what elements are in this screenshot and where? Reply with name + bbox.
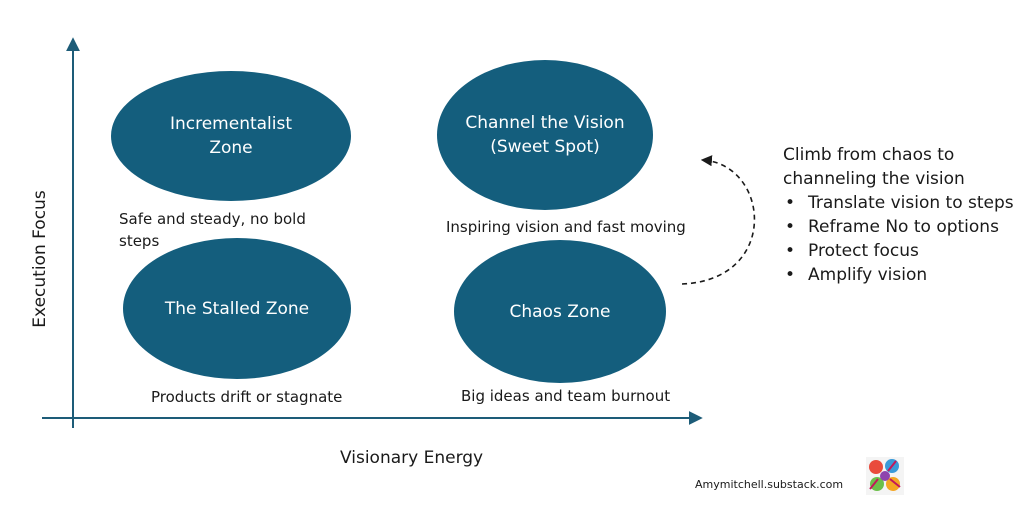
list-item-text: Protect focus — [808, 241, 919, 261]
zone-incrementalist-label: Incrementalist Zone — [169, 114, 293, 158]
zone-chaos: Chaos Zone — [454, 240, 666, 383]
list-item: • Amplify vision — [783, 263, 1028, 287]
zone-chaos-label: Chaos Zone — [509, 301, 611, 322]
list-item: • Protect focus — [783, 239, 1028, 263]
list-item: • Translate vision to steps — [783, 191, 1028, 215]
zone-sweet-spot: Channel the Vision (Sweet Spot) — [437, 60, 653, 210]
tips-panel: Climb from chaos to channeling the visio… — [783, 143, 1028, 287]
tips-heading: Climb from chaos to channeling the visio… — [783, 145, 965, 189]
zone-sweet-spot-label: Channel the Vision (Sweet Spot) — [465, 113, 625, 157]
bullet-icon: • — [785, 265, 796, 285]
zone-chaos-caption: Big ideas and team burnout — [461, 387, 671, 405]
credit-text: Amymitchell.substack.com — [695, 478, 844, 491]
tips-list: • Translate vision to steps • Reframe No… — [783, 191, 1028, 287]
zone-stalled-label: The Stalled Zone — [164, 298, 310, 319]
list-item: • Reframe No to options — [783, 215, 1028, 239]
zone-stalled-caption: Products drift or stagnate — [151, 388, 343, 406]
y-axis-label: Execution Focus — [30, 190, 50, 328]
zone-sweet-spot-caption: Inspiring vision and fast moving — [446, 218, 686, 236]
bullet-icon: • — [785, 193, 796, 213]
zone-incrementalist: Incrementalist Zone — [111, 71, 351, 201]
list-item-text: Amplify vision — [808, 265, 928, 285]
list-item-text: Translate vision to steps — [808, 193, 1014, 213]
zone-stalled: The Stalled Zone — [123, 238, 351, 379]
hands-logo-icon — [866, 457, 904, 495]
bullet-icon: • — [785, 241, 796, 261]
x-axis-label: Visionary Energy — [340, 448, 484, 468]
zone-incrementalist-caption: Safe and steady, no bold steps — [119, 210, 306, 250]
bullet-icon: • — [785, 217, 796, 237]
list-item-text: Reframe No to options — [808, 217, 999, 237]
